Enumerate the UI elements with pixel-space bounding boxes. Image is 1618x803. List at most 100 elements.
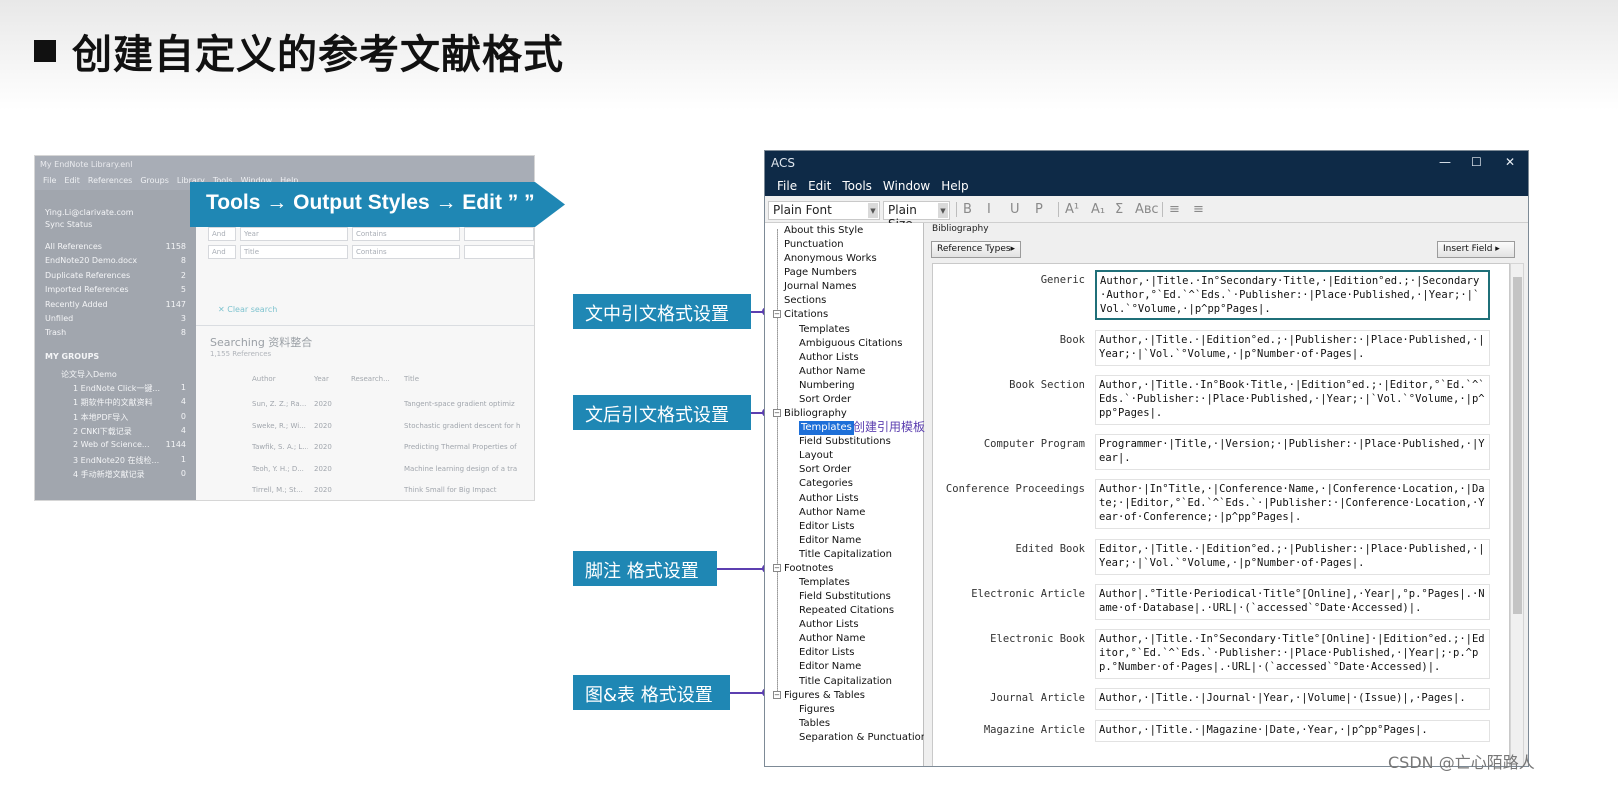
tree-item-templates[interactable]: Templates bbox=[799, 421, 854, 436]
tree-item-title-capitalization[interactable]: Title Capitalization bbox=[799, 548, 892, 560]
collapse-toggle-icon[interactable]: − bbox=[773, 690, 781, 699]
tree-item-author-name[interactable]: Author Name bbox=[799, 633, 866, 645]
library-menu-item[interactable]: Library bbox=[176, 176, 205, 185]
tree-item-numbering[interactable]: Numbering bbox=[799, 379, 855, 391]
tree-item-author-lists[interactable]: Author Lists bbox=[799, 351, 859, 363]
tree-item-ambiguous-citations[interactable]: Ambiguous Citations bbox=[799, 337, 903, 349]
italic-icon[interactable]: I bbox=[987, 202, 991, 217]
tree-item-journal-names[interactable]: Journal Names bbox=[784, 281, 857, 293]
subscript-icon[interactable]: A₁ bbox=[1091, 202, 1106, 217]
library-menu-item[interactable]: Help bbox=[280, 176, 299, 185]
operator-select[interactable]: And bbox=[208, 245, 236, 259]
library-menu-item[interactable]: References bbox=[87, 176, 133, 185]
bold-icon[interactable]: B bbox=[963, 202, 972, 217]
tree-item-author-name[interactable]: Author Name bbox=[799, 365, 866, 377]
tree-item-editor-name[interactable]: Editor Name bbox=[799, 534, 862, 546]
plain-icon[interactable]: P bbox=[1035, 202, 1043, 217]
field-select[interactable]: Title bbox=[240, 245, 348, 259]
field-select[interactable]: Year bbox=[240, 227, 348, 241]
insert-field-button[interactable]: Insert Field ▸ bbox=[1437, 241, 1515, 258]
font-select[interactable]: Plain Font▼ bbox=[768, 201, 880, 220]
window-menu-item[interactable]: Edit bbox=[808, 179, 832, 193]
template-field[interactable]: Author,·|Title.·In°Secondary·Title°[Onli… bbox=[1095, 629, 1490, 679]
my-groups-header[interactable]: MY GROUPS bbox=[45, 352, 186, 364]
window-menu-item[interactable]: Help bbox=[941, 179, 969, 193]
vertical-scrollbar[interactable] bbox=[1510, 263, 1524, 766]
close-icon[interactable]: ✕ bbox=[1505, 155, 1516, 169]
tree-item-page-numbers[interactable]: Page Numbers bbox=[784, 267, 857, 279]
tree-item-editor-name[interactable]: Editor Name bbox=[799, 661, 862, 673]
window-menu-item[interactable]: Window bbox=[882, 179, 931, 193]
tree-item-figures[interactable]: Figures bbox=[799, 703, 835, 715]
condition-select[interactable]: Contains bbox=[352, 227, 460, 241]
tree-item-repeated-citations[interactable]: Repeated Citations bbox=[799, 605, 895, 617]
tree-item-editor-lists[interactable]: Editor Lists bbox=[799, 520, 855, 532]
scrollbar-thumb[interactable] bbox=[1513, 277, 1522, 614]
library-menu-item[interactable]: Edit bbox=[64, 176, 80, 185]
tree-item-title-capitalization[interactable]: Title Capitalization bbox=[799, 675, 892, 687]
template-field[interactable]: Author,·|Title.·|Edition°ed.;·|Publisher… bbox=[1095, 330, 1490, 366]
tree-item-author-lists[interactable]: Author Lists bbox=[799, 619, 859, 631]
template-field[interactable]: Author,·|Title.·|Magazine·|Date,·Year,·|… bbox=[1095, 720, 1490, 742]
tree-item-about-this-style[interactable]: About this Style bbox=[784, 225, 864, 236]
column-header[interactable]: Author bbox=[252, 375, 276, 383]
group-item[interactable]: 2 Web of Science...1144 bbox=[73, 440, 186, 452]
group-set[interactable]: 论文导入Demo bbox=[61, 369, 186, 381]
underline-icon[interactable]: U bbox=[1010, 202, 1020, 217]
template-field[interactable]: Programmer·|Title,·|Version;·|Publisher:… bbox=[1095, 434, 1490, 470]
window-menu-item[interactable]: Tools bbox=[842, 179, 872, 193]
reference-types-button[interactable]: Reference Types▸ bbox=[931, 241, 1022, 258]
tree-item-sort-order[interactable]: Sort Order bbox=[799, 393, 852, 405]
sync-status[interactable]: Sync Status bbox=[45, 220, 186, 232]
search-input[interactable] bbox=[464, 227, 534, 241]
tree-item-author-lists[interactable]: Author Lists bbox=[799, 492, 859, 504]
tree-item-sort-order[interactable]: Sort Order bbox=[799, 464, 852, 476]
account-label[interactable]: Ying.Li@clarivate.com bbox=[45, 208, 186, 220]
tree-item-anonymous-works[interactable]: Anonymous Works bbox=[784, 253, 877, 265]
symbol-icon[interactable]: Σ bbox=[1115, 202, 1124, 217]
clear-search-link[interactable]: ✕ Clear search bbox=[218, 305, 278, 314]
justify-icon[interactable]: ≡ bbox=[1193, 202, 1204, 217]
template-field[interactable]: Author|.°Title·Periodical·Title°[Online]… bbox=[1095, 584, 1490, 620]
column-header[interactable]: Title bbox=[404, 375, 420, 383]
size-select[interactable]: Plain Size▼ bbox=[883, 201, 950, 231]
tree-item-categories[interactable]: Categories bbox=[799, 478, 853, 490]
template-field[interactable]: Author,·|Title.·In°Secondary·Title,·|Edi… bbox=[1095, 270, 1490, 320]
tree-item-tables[interactable]: Tables bbox=[799, 717, 831, 729]
tree-item-footnotes[interactable]: Footnotes bbox=[784, 562, 834, 574]
tree-item-bibliography[interactable]: Bibliography bbox=[784, 408, 847, 420]
library-menu-item[interactable]: Window bbox=[240, 176, 273, 185]
tree-item-figures-tables[interactable]: Figures & Tables bbox=[784, 689, 865, 701]
column-header[interactable]: Year bbox=[314, 375, 329, 383]
minimize-icon[interactable]: — bbox=[1439, 155, 1451, 169]
align-left-icon[interactable]: ≡ bbox=[1169, 202, 1180, 217]
collapse-toggle-icon[interactable]: − bbox=[773, 409, 781, 418]
tree-item-layout[interactable]: Layout bbox=[799, 450, 833, 462]
collapse-toggle-icon[interactable]: − bbox=[773, 563, 781, 572]
group-item[interactable]: 1 EndNote Click一键...1 bbox=[73, 383, 186, 395]
tree-item-author-name[interactable]: Author Name bbox=[799, 506, 866, 518]
tree-item-field-substitutions[interactable]: Field Substitutions bbox=[799, 436, 891, 448]
tree-item-separation-punctuation[interactable]: Separation & Punctuation bbox=[799, 731, 928, 743]
tree-item-editor-lists[interactable]: Editor Lists bbox=[799, 647, 855, 659]
tree-item-templates[interactable]: Templates bbox=[799, 577, 850, 588]
tree-item-field-substitutions[interactable]: Field Substitutions bbox=[799, 591, 891, 603]
template-field[interactable]: Author,·|Title.·In°Book·Title,·|Edition°… bbox=[1095, 375, 1490, 425]
tree-item-citations[interactable]: Citations bbox=[784, 309, 829, 321]
library-menu-item[interactable]: Groups bbox=[140, 176, 169, 185]
tree-item-sections[interactable]: Sections bbox=[784, 295, 827, 307]
tree-item-templates[interactable]: Templates bbox=[799, 323, 850, 335]
group-item[interactable]: 3 EndNote20 在线检...1 bbox=[73, 455, 186, 467]
